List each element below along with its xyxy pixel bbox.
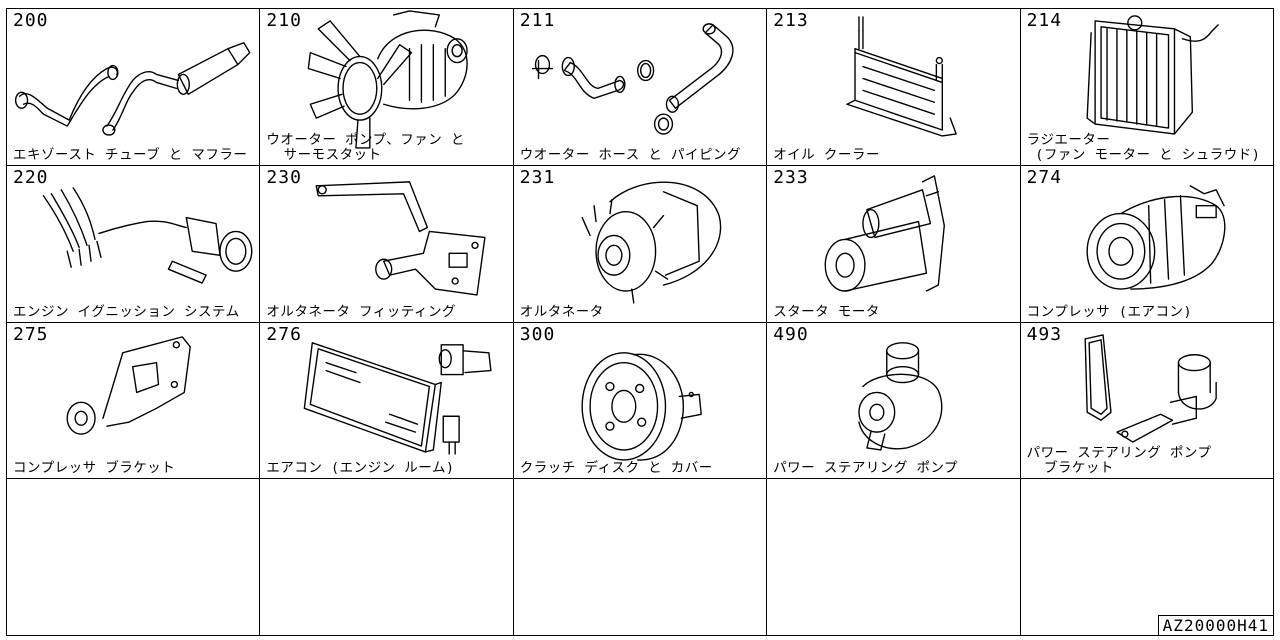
part-label: オイル クーラー [773, 146, 880, 163]
part-code: 214 [1026, 10, 1063, 31]
part-label: パワー ステアリング ポンプ ブラケット [1026, 445, 1212, 477]
catalog-cell-275[interactable]: 275 コンプレッサ ブラケット [7, 322, 261, 480]
part-label: エキゾースト チューブ と マフラー [13, 146, 248, 163]
alternator-bracket-icon [315, 180, 486, 296]
part-code: 210 [266, 10, 302, 31]
catalog-cell-213[interactable]: 213 オイル クーラー [767, 9, 1021, 166]
part-code: 233 [773, 166, 809, 188]
document-id: AZ20000H41 [1157, 615, 1274, 636]
ps-pump-bracket-icon [1084, 333, 1217, 443]
part-code: 493 [1026, 323, 1063, 345]
part-code: 490 [773, 323, 809, 345]
empty-cell [1020, 479, 1274, 636]
part-label: ラジエーター (ファン モーター と シュラウド) [1026, 131, 1261, 163]
part-label: エンジン イグニッション システム [13, 303, 240, 320]
water-pump-fan-icon [308, 10, 469, 149]
water-hose-icon [531, 23, 734, 135]
catalog-cell-300[interactable]: 300 クラッチ ディスク と カバー [513, 322, 768, 480]
oil-cooler-icon [846, 16, 958, 137]
catalog-cell-230[interactable]: 230 オルタネータ フィッティング [260, 165, 514, 323]
ps-pump-icon [858, 341, 943, 451]
clutch-disc-icon [581, 351, 702, 461]
part-label: ウオーター ホース と パイピング [519, 146, 742, 163]
empty-cell [767, 479, 1021, 636]
starter-motor-icon [824, 174, 946, 292]
radiator-icon [1086, 15, 1219, 135]
part-label: スタータ モータ [773, 303, 880, 320]
catalog-cell-274[interactable]: 274 コンプレッサ (エアコン) [1020, 165, 1274, 323]
part-label: コンプレッサ (エアコン) [1026, 303, 1193, 320]
part-label: パワー ステアリング ポンプ [773, 460, 959, 477]
part-code: 200 [13, 10, 49, 31]
part-code: 211 [519, 10, 556, 31]
compressor-bracket-icon [66, 335, 191, 435]
alternator-icon [581, 181, 721, 304]
empty-cell [260, 479, 514, 636]
part-code: 230 [266, 166, 302, 188]
part-code: 220 [13, 166, 49, 188]
part-label: コンプレッサ ブラケット [13, 460, 176, 477]
catalog-cell-233[interactable]: 233 スタータ モータ [767, 165, 1021, 323]
catalog-cell-493[interactable]: 493 パワー ステアリング ポンプ ブラケット [1020, 322, 1274, 480]
catalog-cell-211[interactable]: 211 ウオーター ホース と パイピング [513, 9, 768, 166]
catalog-cell-490[interactable]: 490 パワー ステアリング ポンプ [767, 322, 1021, 480]
part-code: 300 [519, 323, 556, 345]
exhaust-muffler-icon [14, 42, 251, 136]
part-code: 276 [266, 323, 302, 345]
ignition-coil-icon [42, 186, 253, 284]
empty-cell [513, 479, 768, 636]
part-code: 274 [1026, 166, 1063, 188]
empty-cell [7, 479, 261, 636]
ac-compressor-icon [1086, 184, 1226, 290]
part-label: クラッチ ディスク と カバー [519, 460, 713, 477]
part-code: 275 [13, 323, 49, 345]
catalog-cell-214[interactable]: 214 ラジエーター (ファン モーター と シュラウド) [1020, 9, 1274, 166]
catalog-cell-231[interactable]: 231 オルタネータ [513, 165, 768, 323]
part-label: ウオーター ポンプ、ファン と サーモスタット [266, 131, 465, 163]
part-code: 213 [773, 10, 809, 31]
part-label: オルタネータ [519, 303, 604, 320]
condenser-icon [304, 341, 492, 455]
catalog-cell-220[interactable]: 220 エンジン イグニッション システム [7, 165, 261, 323]
catalog-cell-276[interactable]: 276 エアコン (エンジン ルーム) [260, 322, 514, 480]
catalog-cell-210[interactable]: 210 ウオーター ポンプ、ファン と サーモスタット [260, 9, 514, 166]
part-code: 231 [519, 166, 556, 188]
part-label: エアコン (エンジン ルーム) [266, 460, 455, 477]
catalog-cell-200[interactable]: 200 エキゾースト チューブ と マフラー [7, 9, 261, 166]
part-label: オルタネータ フィッティング [266, 303, 456, 320]
parts-catalog-grid: 200 エキゾースト チューブ と マフラー 210 ウオーター ポンプ、ファン… [6, 8, 1274, 636]
